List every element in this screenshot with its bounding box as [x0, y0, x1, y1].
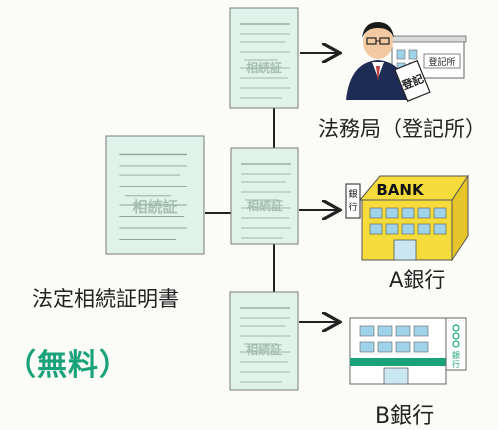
legal-office-illustration: 登記所 登記: [346, 22, 467, 102]
bank-b-illustration: 銀 行: [349, 317, 467, 385]
certificate-copy-bank-b: 相続証: [229, 291, 299, 391]
legal-office-label: 法務局（登記所）: [318, 117, 486, 141]
bank-a-label: A銀行: [389, 268, 446, 292]
svg-text:行: 行: [452, 359, 460, 369]
connector-lines: [205, 108, 275, 294]
certificate-copy-bank-a: 相続証: [230, 147, 299, 245]
svg-text:相続証: 相続証: [132, 198, 177, 216]
svg-text:相続証: 相続証: [247, 198, 283, 213]
svg-text:相続証: 相続証: [246, 342, 282, 357]
svg-text:行: 行: [348, 201, 357, 213]
certificate-label: 法定相続証明書: [32, 287, 179, 311]
bank-a-illustration: BANK 銀 行: [345, 174, 469, 262]
bank-name-text: BANK: [376, 181, 425, 199]
registry-sign-text: 登記所: [428, 56, 455, 68]
bank-b-side-sign: 銀: [452, 350, 460, 360]
certificate-copy-legal-office: 相続証: [229, 7, 299, 109]
bank-a-side-sign: 銀: [348, 188, 357, 200]
certificate-document-original: 相続証: [105, 135, 205, 255]
svg-text:相続証: 相続証: [246, 60, 282, 75]
bank-b-label: B銀行: [375, 404, 435, 429]
official-head: [363, 25, 393, 59]
free-badge: （無料）: [6, 348, 130, 383]
arrows: [299, 53, 338, 322]
